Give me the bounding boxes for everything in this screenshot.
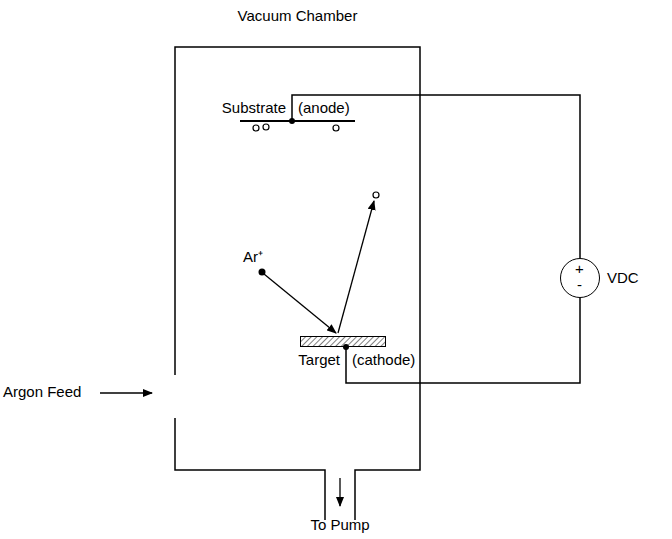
- outlet-label: To Pump: [310, 516, 369, 534]
- target-label: Target: [298, 351, 340, 369]
- terminal-dot: [343, 344, 349, 350]
- sputtered-atom: [373, 192, 379, 198]
- terminal-dot: [289, 118, 295, 124]
- ion-path-arrow: [264, 274, 336, 333]
- dc-voltage-source: +-VDC: [560, 258, 600, 298]
- deposited-atom: [263, 124, 269, 130]
- pump-flow-arrow: [339, 478, 340, 506]
- deposited-atom: [333, 125, 339, 131]
- argon-flow-arrow: [100, 392, 152, 393]
- deposited-atom: [253, 125, 259, 131]
- target-cathode: Target (cathode): [292, 336, 417, 376]
- ion-label: Ar⁺: [243, 248, 263, 266]
- chamber-title: Vacuum Chamber: [238, 7, 358, 25]
- anode-label: (anode): [298, 99, 350, 117]
- inlet-label: Argon Feed: [3, 383, 81, 401]
- source-label: VDC: [607, 269, 639, 287]
- polarity-minus: -: [577, 276, 582, 294]
- cathode-label: (cathode): [352, 351, 415, 369]
- vacuum-chamber: Vacuum ChamberSubstrate(anode)Target(cat…: [175, 47, 420, 520]
- chamber-wall: [175, 47, 420, 520]
- sputtered-path-arrow: [338, 201, 374, 333]
- substrate-label: Substrate: [222, 99, 286, 117]
- substrate-anode: Substrate (anode): [205, 99, 360, 124]
- substrate-plate: [240, 120, 355, 122]
- chamber-outline: [175, 47, 420, 520]
- polarity-plus: +: [575, 260, 584, 278]
